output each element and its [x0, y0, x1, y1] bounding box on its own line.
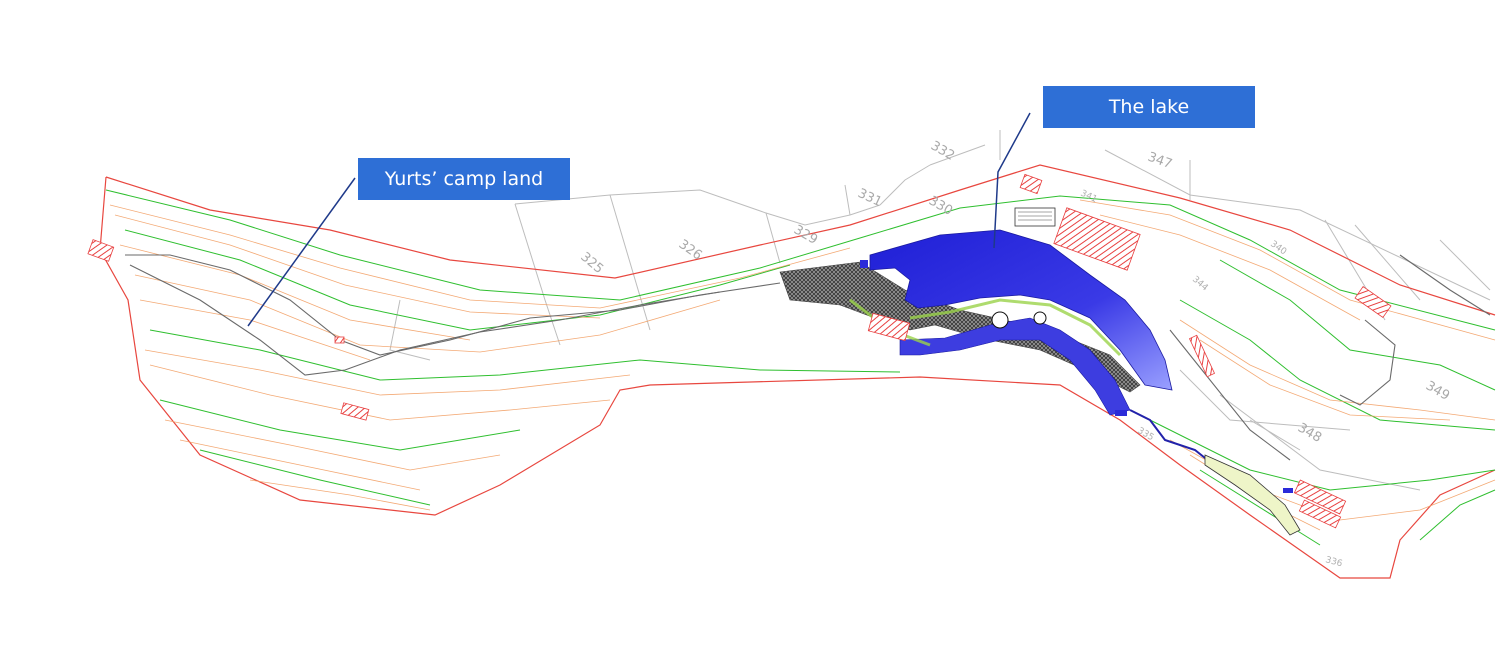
parcel-number: 325: [577, 250, 606, 277]
trail: [1204, 454, 1301, 536]
pavilion: [1014, 207, 1056, 227]
site-boundary: [99, 164, 1496, 579]
small-structures: [860, 207, 1293, 493]
building: [334, 336, 345, 344]
lake-leader-line: [993, 112, 1031, 249]
shed: [1283, 488, 1293, 493]
building: [1354, 285, 1392, 319]
access-road: [125, 254, 1491, 461]
island: [991, 311, 1009, 329]
island: [1033, 311, 1047, 325]
parcel-number: 326: [676, 237, 705, 264]
building: [1053, 207, 1141, 271]
stream: [1129, 409, 1221, 471]
building: [87, 239, 115, 262]
shed: [860, 260, 868, 268]
parcel-number: 335: [1136, 426, 1156, 443]
buildings: [87, 173, 1392, 529]
yurts-camp-label: Yurts’ camp land: [358, 158, 570, 200]
parcel-number: 349: [1423, 378, 1452, 403]
parcel-number: 348: [1295, 420, 1324, 445]
parcel-number: 330: [926, 193, 955, 218]
building: [867, 312, 911, 342]
building: [1293, 479, 1347, 515]
building: [1188, 334, 1216, 378]
building: [340, 402, 370, 421]
contours-orange: [109, 199, 1496, 531]
parcel-number: 336: [1324, 555, 1343, 569]
parcel-number: 329: [791, 222, 820, 247]
building: [1298, 499, 1342, 529]
camp-leader-line: [247, 177, 356, 327]
lake: [869, 229, 1173, 391]
lower-pond: [899, 317, 1131, 416]
lake-label: The lake: [1043, 86, 1255, 128]
building: [1019, 173, 1043, 195]
contours-green: [105, 189, 1496, 546]
parcel-number: 331: [855, 186, 884, 210]
parcel-number: 340: [1268, 239, 1288, 257]
parcel-lines: [389, 130, 1491, 491]
parcel-number: 347: [1146, 150, 1174, 173]
shed: [1115, 410, 1127, 416]
parcel-number: 344: [1190, 275, 1210, 294]
